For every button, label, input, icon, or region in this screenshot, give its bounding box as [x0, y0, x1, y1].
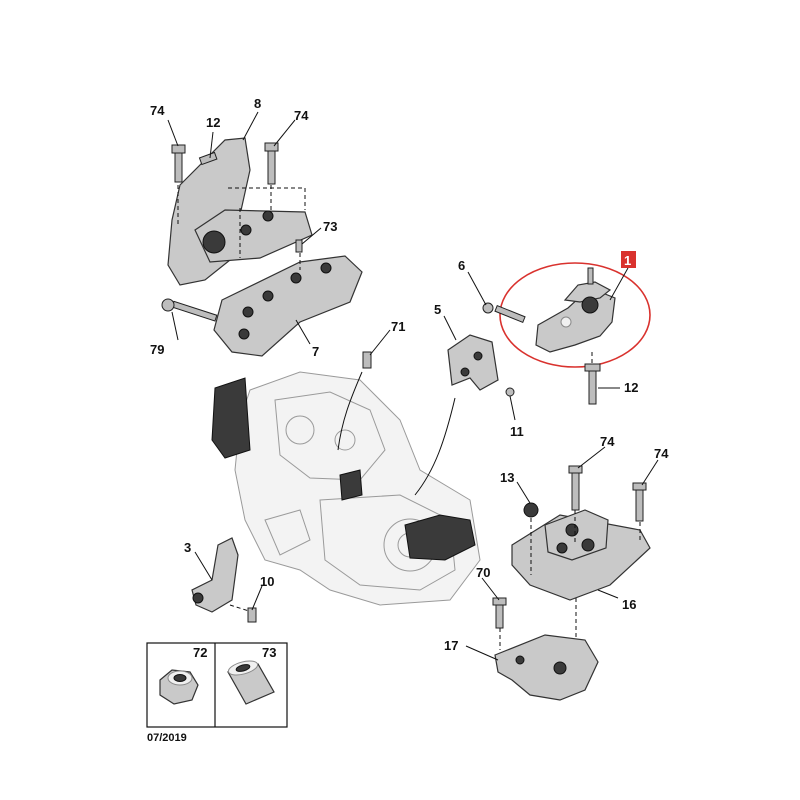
gearbox-side-bracket-dark	[404, 514, 476, 561]
callout-10: 10	[260, 574, 274, 589]
engine-mount-bracket-7	[213, 255, 363, 357]
callout-labels: 74 12 8 74 73 79 7 71 5 6 1 12 11 74 74 …	[147, 96, 669, 744]
sleeve-73-top	[295, 239, 303, 253]
callout-13: 13	[500, 470, 514, 485]
nut-13	[523, 502, 539, 518]
bracket-5	[447, 334, 499, 391]
leader-5-engine	[414, 397, 456, 496]
bolt-12-right	[588, 367, 597, 405]
callout-12-right: 12	[624, 380, 638, 395]
callout-74-top-right: 74	[294, 108, 309, 123]
gearbox-mount-1	[535, 267, 616, 353]
callout-79: 79	[150, 342, 164, 357]
bracket-3	[191, 537, 239, 613]
bolt-12-topleft	[198, 151, 218, 166]
bolt-74-right-head	[264, 142, 279, 152]
bracket-17	[494, 634, 599, 701]
callout-7: 7	[312, 344, 319, 359]
battery-tray-support-16	[511, 509, 651, 601]
callout-5: 5	[434, 302, 441, 317]
callout-17: 17	[444, 638, 458, 653]
callout-73-top: 73	[323, 219, 337, 234]
bolt-74-left	[174, 149, 183, 183]
sleeve-71	[362, 351, 372, 369]
callout-72: 72	[193, 645, 207, 660]
fastener-inset-box	[146, 642, 288, 728]
callout-6: 6	[458, 258, 465, 273]
callout-74-top-left: 74	[150, 103, 165, 118]
callout-1: 1	[624, 253, 631, 268]
bolt-70	[495, 601, 504, 629]
callout-12-top: 12	[206, 115, 220, 130]
bolt-79	[171, 300, 218, 322]
callout-11: 11	[510, 424, 524, 439]
callout-3: 3	[184, 540, 191, 555]
leader-71-engine	[337, 371, 363, 451]
callout-16: 16	[622, 597, 636, 612]
bolt-6	[494, 304, 526, 324]
highlight-tag-part-1	[621, 251, 636, 268]
right-engine-mount-8	[167, 137, 313, 286]
bolt-11	[505, 387, 515, 397]
callout-73-inset: 73	[262, 645, 276, 660]
callout-74-lower-mid: 74	[600, 434, 615, 449]
callout-8: 8	[254, 96, 261, 111]
leader-lines	[167, 111, 659, 661]
bolt-10	[247, 607, 257, 623]
engine-side-bracket-dark	[211, 377, 251, 459]
bolt-74-lower-right	[635, 486, 644, 522]
callout-74-lower-right: 74	[654, 446, 669, 461]
bolt-74-lower-mid	[571, 469, 580, 511]
highlight-circle-part-1	[499, 262, 651, 368]
bolt-74-right	[267, 147, 276, 185]
callout-71: 71	[391, 319, 405, 334]
engine-gearbox-assembly	[211, 371, 481, 606]
bolt-74-left-head	[171, 144, 186, 154]
callout-70: 70	[476, 565, 490, 580]
date-code: 07/2019	[147, 732, 187, 744]
